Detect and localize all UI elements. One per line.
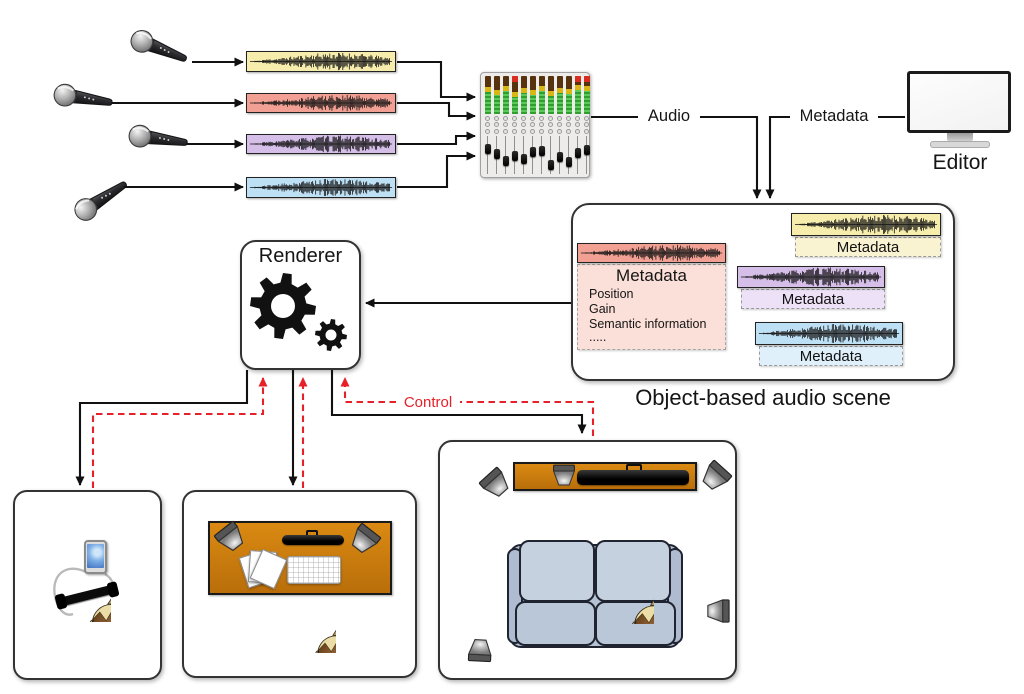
keyboard-icon	[287, 556, 341, 584]
mixer-channel	[565, 76, 572, 174]
mixing-console-icon	[480, 72, 590, 178]
mixer-channel	[574, 76, 581, 174]
scene-object-purple-audio	[737, 266, 885, 288]
metadata-label: Metadata	[799, 107, 869, 125]
waveform-icon	[740, 267, 882, 287]
microphone-icon	[125, 24, 196, 73]
waveform-icon	[249, 94, 393, 112]
source-track-blue	[246, 177, 396, 198]
source-track-red	[246, 93, 396, 113]
mixer-channel	[493, 76, 500, 174]
mixer-channel	[547, 76, 554, 174]
waveform-icon	[580, 244, 723, 262]
scene-caption: Object-based audio scene	[635, 385, 891, 410]
monitor-stand-base	[930, 141, 990, 148]
gear-icon	[315, 319, 347, 351]
editor-label: Editor	[932, 151, 988, 174]
soundbar-speaker-icon	[551, 464, 577, 487]
scene-object-red-metadata-panel	[577, 264, 726, 350]
listener-head-icon	[604, 572, 654, 624]
mobile-device-icon	[84, 540, 107, 574]
scene-object-red-audio	[577, 243, 726, 263]
microphone-icon	[50, 80, 119, 116]
listener-head-icon	[289, 604, 336, 653]
mobile-screen	[87, 544, 104, 568]
waveform-icon	[249, 178, 393, 197]
metadata-text: Metadata	[781, 291, 845, 308]
tv-icon	[577, 470, 689, 485]
metadata-heading: Metadata	[616, 266, 687, 285]
scene-object-blue-metadata: Metadata	[759, 346, 903, 366]
scene-object-yellow-audio	[791, 213, 941, 236]
metadata-item-more: .....	[589, 330, 607, 344]
audio-label: Audio	[647, 107, 691, 125]
waveform-icon	[758, 324, 900, 343]
metadata-text: Metadata	[836, 239, 900, 256]
source-track-yellow	[246, 51, 396, 72]
metadata-item-gain: Gain	[589, 302, 616, 316]
mixer-channel	[502, 76, 509, 174]
metadata-item-position: Position	[589, 287, 634, 301]
couch-seat-cushion	[515, 601, 596, 646]
waveform-icon	[794, 214, 938, 235]
editor-monitor-icon	[907, 71, 1011, 133]
desktop-monitor-icon	[282, 535, 344, 545]
mixer-channel	[556, 76, 563, 174]
mixer-channel	[520, 76, 527, 174]
renderer-label: Renderer	[258, 245, 343, 267]
mixer-channel	[484, 76, 491, 174]
mixer-channel	[511, 76, 518, 174]
mixer-channel	[529, 76, 536, 174]
gear-icon	[250, 273, 316, 339]
microphone-icon	[68, 170, 138, 228]
monitor-stand-neck	[947, 133, 973, 141]
control-label: Control	[396, 394, 460, 411]
waveform-icon	[249, 135, 393, 153]
scenario-headphones-box	[13, 490, 162, 680]
metadata-item-semantic: Semantic information	[589, 317, 707, 331]
scene-object-yellow-metadata: Metadata	[795, 237, 941, 257]
scene-object-purple-metadata: Metadata	[741, 289, 885, 309]
couch-back-cushion	[595, 540, 671, 602]
source-track-purple	[246, 134, 396, 154]
speaker-icon	[465, 637, 494, 662]
couch-back-cushion	[519, 540, 595, 602]
scene-object-blue-audio	[755, 322, 903, 345]
waveform-icon	[249, 52, 393, 71]
mixer-channel	[583, 76, 590, 174]
microphone-icon	[125, 121, 194, 156]
mixer-channel	[538, 76, 545, 174]
metadata-text: Metadata	[799, 348, 863, 365]
speaker-icon	[706, 597, 730, 625]
